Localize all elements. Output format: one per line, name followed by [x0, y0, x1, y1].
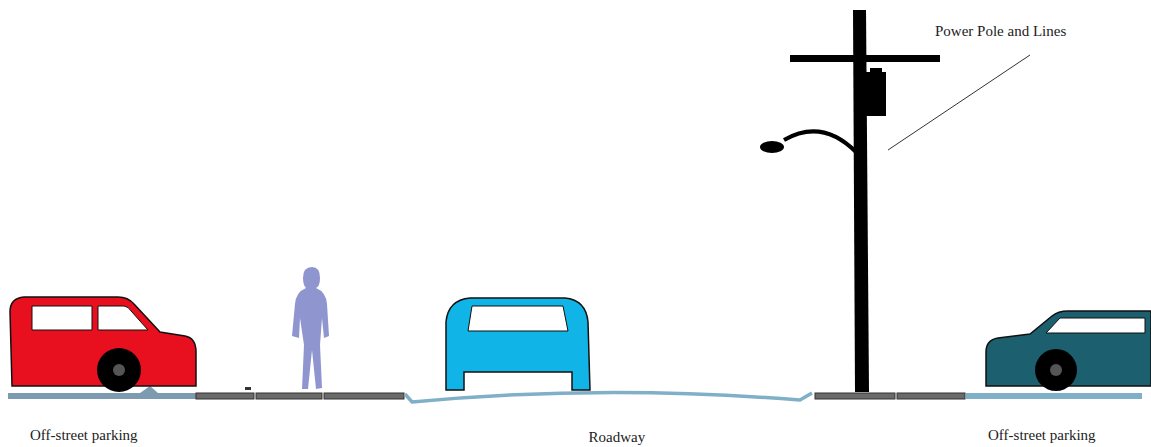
power-pole [760, 10, 1030, 392]
area-label: Off-street parking [30, 426, 138, 444]
parking-strip [966, 393, 1142, 399]
pedestrian [292, 267, 329, 389]
parking-strip [8, 393, 196, 399]
teal-car [986, 311, 1151, 391]
car-window [98, 306, 148, 330]
wheel-hub [113, 364, 125, 376]
right-sidewalk [815, 393, 965, 399]
callout-label: Power Pole and Lines [935, 22, 1066, 40]
sidewalk-slab [815, 393, 895, 399]
area-label: Roadway [589, 428, 646, 446]
car-wheel [97, 348, 141, 392]
wheel-hub [1050, 364, 1062, 376]
car-body [446, 298, 590, 390]
roadway-surface [405, 392, 812, 402]
area-label: Off-street parking [988, 426, 1096, 444]
sidewalk-slab [897, 393, 965, 399]
car-wheel [1035, 349, 1077, 391]
transformer [866, 72, 886, 116]
lamp-head [760, 141, 784, 153]
red-car [10, 297, 196, 392]
sidewalk-mark [245, 387, 251, 390]
curb-bump [140, 386, 158, 393]
blue-car [446, 298, 590, 390]
transformer-cap [870, 68, 882, 73]
sidewalk-slab [324, 393, 404, 399]
car-window [468, 306, 568, 331]
pole-shaft [853, 10, 869, 392]
sidewalk-slab [196, 393, 254, 399]
leader-line [888, 55, 1030, 150]
lamp-arm [784, 131, 856, 152]
cross-arm [790, 55, 940, 62]
left-sidewalk [196, 387, 404, 399]
car-window [1046, 318, 1145, 333]
sidewalk-slab [256, 393, 322, 399]
car-window [32, 306, 92, 330]
